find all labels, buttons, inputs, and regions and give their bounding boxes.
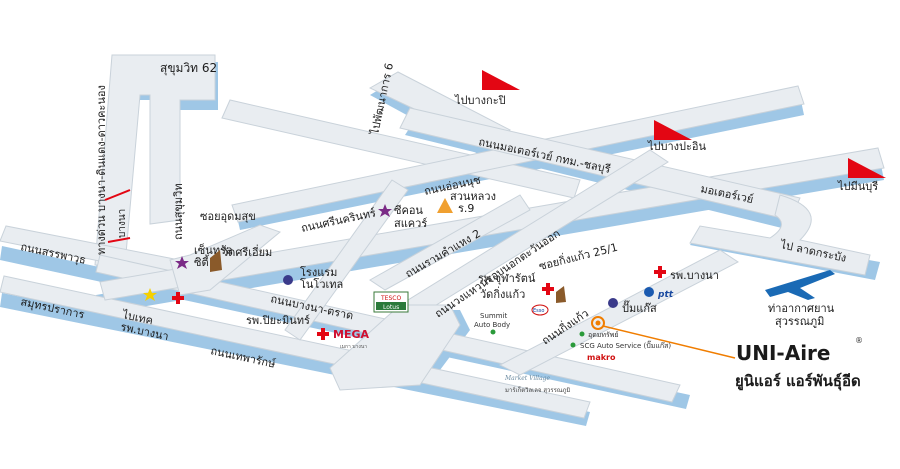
hospital-icon <box>172 292 184 304</box>
mega-logo: MEGA <box>333 328 369 341</box>
label-bangna-hospital-2: รพ.บางนา <box>670 269 719 282</box>
pagoda-icon <box>437 198 453 213</box>
lotus-top-text: TESCO <box>380 295 401 302</box>
hospital-icon <box>317 328 329 340</box>
temple-icon <box>210 250 222 272</box>
label-airport-1: ท่าอากาศยาน <box>768 302 835 315</box>
esso-text: Esso <box>533 308 544 314</box>
temple-icon <box>556 286 566 303</box>
label-chularat: รพ.จุฬารัตน์ <box>478 272 536 285</box>
lotus-bottom-text: Lotus <box>383 304 399 311</box>
arrow-bangkapi <box>482 70 520 90</box>
label-novotel-1: โรงแรม <box>300 265 337 279</box>
road-sukhumvit62 <box>94 54 216 266</box>
label-suan-luang-2: ร.9 <box>458 202 474 215</box>
brand-name: UNI-Aire <box>736 341 830 365</box>
label-sukhumvit62: สุขุมวิท 62 <box>160 61 217 76</box>
label-dest-bangkapi: ไปบางกะปิ <box>454 94 506 107</box>
label-suan-luang-1: สวนหลวง <box>450 190 496 203</box>
arrow-bangpakong <box>654 120 692 140</box>
hospital-icon <box>542 283 554 295</box>
ptt-logo: ptt <box>657 290 674 300</box>
road-ramkhamhaeng2 <box>369 194 531 291</box>
roads <box>0 54 885 419</box>
label-central-1: เซ็นทรัล <box>194 243 233 257</box>
star-icon <box>378 204 392 217</box>
road-motorway-chonburi <box>399 107 801 221</box>
label-dest-minburi: ไปมีนบุรี <box>837 180 878 193</box>
esso-logo <box>531 304 549 316</box>
summit-dot <box>490 329 496 335</box>
road-motorway-curve <box>689 194 871 276</box>
mega-subtitle: เมกา บางนา <box>340 344 367 350</box>
label-pump-gas: ปั๊มแก๊ส <box>622 300 657 315</box>
lotus-bar <box>376 302 406 310</box>
label-novotel-2: โนโวเทล <box>300 277 343 291</box>
label-bangna-sign: บางนา <box>117 209 128 238</box>
label-scg: SCG Auto Service (ปั๊มแก๊ส) <box>580 340 671 350</box>
label-udom: อุดมทรัพย์ <box>588 331 618 339</box>
makro-logo: makro <box>587 353 616 362</box>
label-soi-udomsuk: ซอยอุดมสุข <box>200 210 256 223</box>
udom-dot <box>579 331 585 337</box>
label-bangna-tiwanon: ทางด่วน บางนา-ดินแดง-ดาวคะนอง <box>95 85 108 255</box>
scg-dot <box>570 342 576 348</box>
label-summit-1: Summit <box>480 312 507 320</box>
label-wat-sri-iam: วัดศรีเอี่ยม <box>222 244 272 259</box>
bitec-icon <box>143 288 157 301</box>
label-dest-bangpakong: ไปบางปะอิน <box>647 140 707 153</box>
hospital-icon <box>654 266 666 278</box>
star-icon <box>175 256 189 269</box>
company-pointer <box>591 316 736 359</box>
road-srinakarin-vertical <box>284 179 409 341</box>
label-piyamin: รพ.ปิยะมินทร์ <box>246 314 310 327</box>
label-bitec: ไบเทค <box>120 308 154 327</box>
label-summit-2: Auto Body <box>474 321 510 329</box>
label-airport-2: สุวรรณภูมิ <box>775 315 824 328</box>
ptt-icon <box>644 287 654 297</box>
brand-name-thai: ยูนิแอร์ แอร์พันธุ์อีด <box>735 372 861 391</box>
label-sukhumvit: ถนนสุขุมวิท <box>172 183 185 240</box>
arrow-minburi <box>848 158 886 178</box>
market-village-logo: Market Village <box>504 375 550 382</box>
airplane-icon <box>765 270 835 300</box>
road-kingkaew <box>498 249 739 376</box>
label-wat-kingkaew: วัดกิ่งแก้ว <box>480 286 525 301</box>
destination-arrows <box>482 70 886 178</box>
label-central-2: ซิตี้ <box>194 254 210 269</box>
label-seacon-1: ซีคอน <box>394 204 423 217</box>
hotel-icon <box>283 275 293 285</box>
brand-logo: UNI-Aire ® ยูนิแอร์ แอร์พันธุ์อีด <box>735 336 863 391</box>
label-market-village: มาร์เก็ตวิลเลจ สุวรรณภูมิ <box>505 385 570 394</box>
brand-registered: ® <box>855 336 863 345</box>
gas-icon <box>608 298 618 308</box>
label-seacon-2: สแควร์ <box>394 217 427 230</box>
